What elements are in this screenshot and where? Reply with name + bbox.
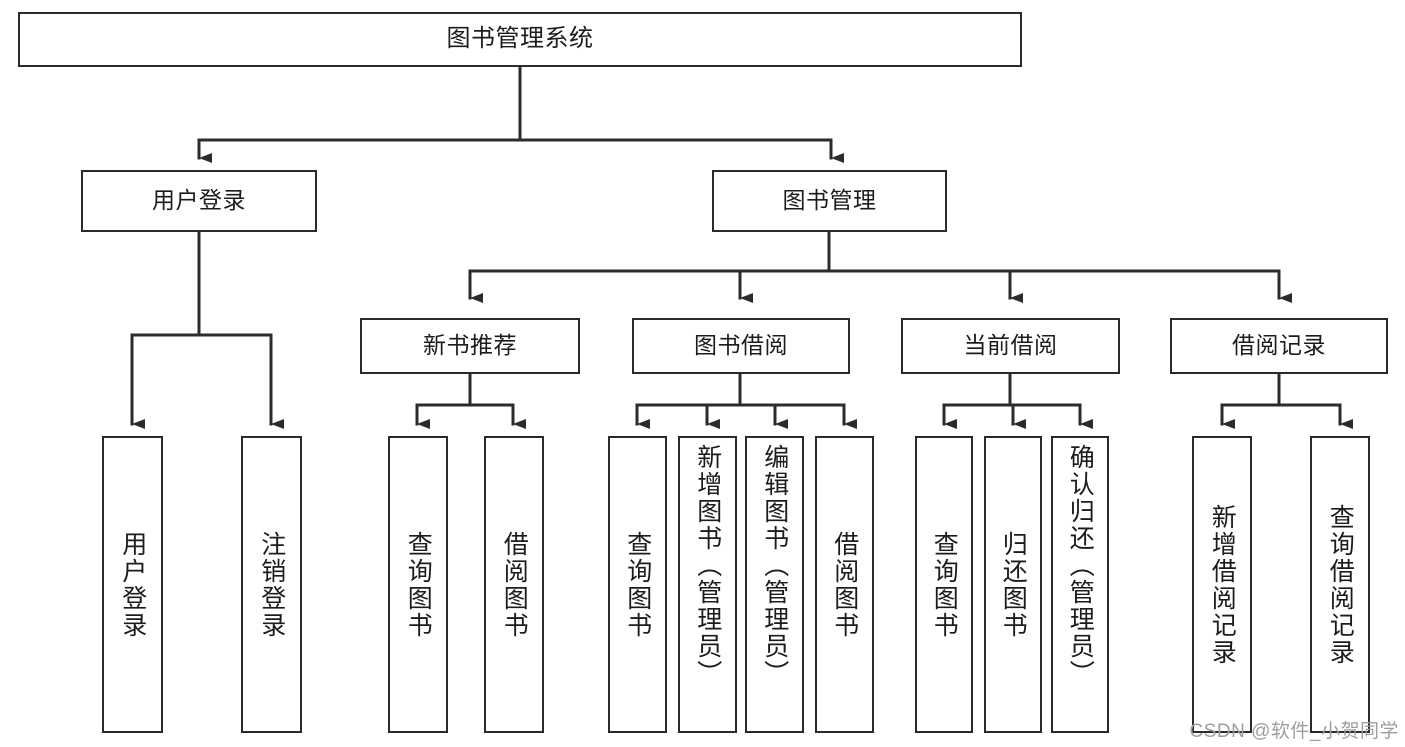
node-borrow-record[interactable]: 借阅记录 [1170,318,1388,374]
node-label: 新增借阅记录 [1208,503,1237,666]
node-label: 确认归还（管理员） [1066,444,1095,687]
node-label: 注销登录 [257,530,286,639]
leaf-return-book[interactable]: 归还图书 [984,436,1042,733]
node-label: 当前借阅 [963,332,1058,359]
node-current-borrow[interactable]: 当前借阅 [901,318,1120,374]
node-user-login[interactable]: 用户登录 [81,170,317,232]
leaf-query-borrow-record[interactable]: 查询借阅记录 [1310,436,1370,733]
leaf-query-book-current[interactable]: 查询图书 [915,436,973,733]
node-label: 用户登录 [118,530,147,639]
leaf-confirm-return-admin[interactable]: 确认归还（管理员） [1051,436,1109,733]
node-book-borrow[interactable]: 图书借阅 [632,318,850,374]
node-label: 新增图书（管理员） [693,444,722,687]
node-label: 图书管理系统 [446,25,594,53]
leaf-user-login[interactable]: 用户登录 [102,436,163,733]
node-label: 编辑图书（管理员） [760,444,789,687]
leaf-add-borrow-record[interactable]: 新增借阅记录 [1192,436,1252,733]
node-label: 借阅图书 [500,530,529,639]
node-new-book-recommend[interactable]: 新书推荐 [360,318,580,374]
node-book-management[interactable]: 图书管理 [712,170,947,232]
node-label: 查询图书 [623,530,652,639]
node-label: 借阅记录 [1232,332,1326,359]
node-label: 用户登录 [152,187,246,214]
leaf-query-book-recommend[interactable]: 查询图书 [388,436,448,733]
leaf-borrow-book-recommend[interactable]: 借阅图书 [484,436,544,733]
watermark-text: CSDN @软件_小贺同学 [1189,721,1399,742]
leaf-add-book-admin[interactable]: 新增图书（管理员） [678,436,737,733]
leaf-borrow-book[interactable]: 借阅图书 [815,436,874,733]
leaf-edit-book-admin[interactable]: 编辑图书（管理员） [745,436,804,733]
node-label: 查询借阅记录 [1326,503,1355,666]
node-root-system[interactable]: 图书管理系统 [18,12,1022,67]
node-label: 查询图书 [930,530,959,639]
node-label: 新书推荐 [423,332,517,359]
node-label: 归还图书 [999,530,1028,639]
node-label: 查询图书 [404,530,433,639]
node-label: 图书管理 [782,187,877,214]
leaf-query-book-borrow[interactable]: 查询图书 [608,436,667,733]
leaf-logout[interactable]: 注销登录 [241,436,302,733]
node-label: 图书借阅 [694,332,788,359]
node-label: 借阅图书 [830,530,859,639]
